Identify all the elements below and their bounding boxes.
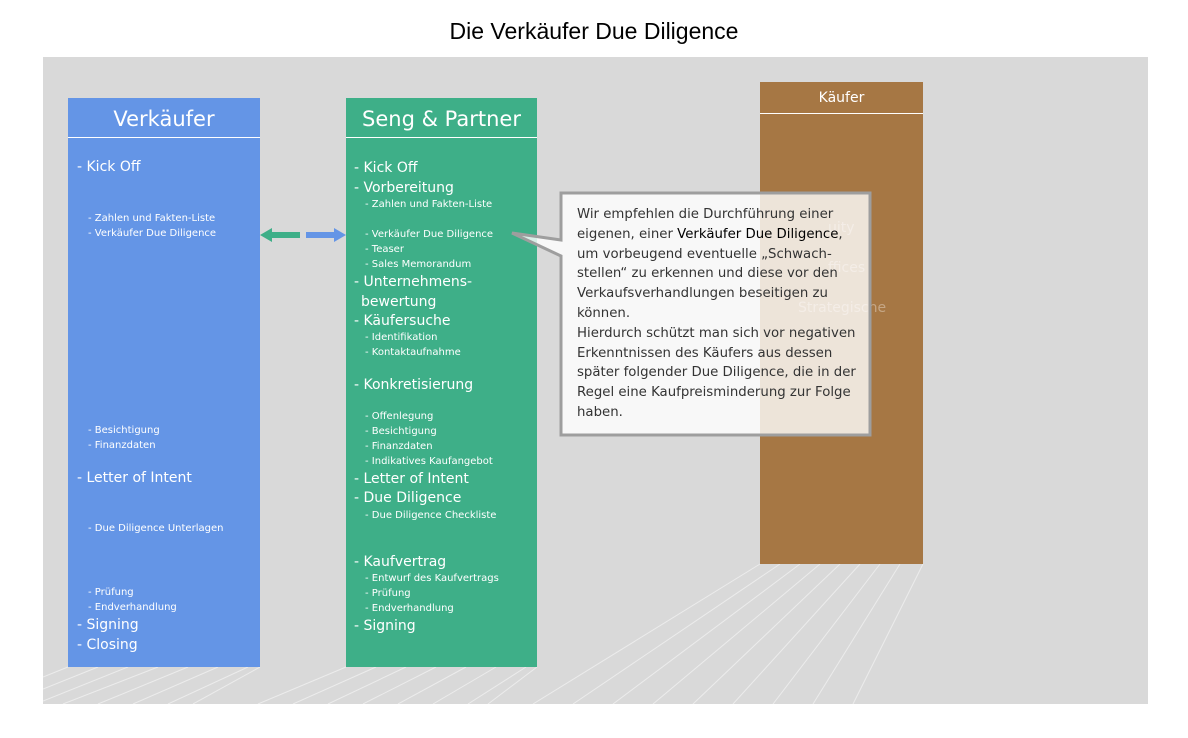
callout-line: um vorbeugend eventuelle „Schwach- [577,246,832,262]
seller-column-title: Verkäufer [68,98,260,138]
advisor-item: - Endverhandlung [365,603,454,614]
callout-emphasis: Verkäufer Due Diligence [677,226,839,242]
seller-item: - Due Diligence Unterlagen [88,523,224,534]
double-arrow-icon [260,228,346,242]
advisor-item: - Vorbereitung [354,180,454,196]
seller-item: - Zahlen und Fakten-Liste [88,213,216,224]
callout-line: haben. [577,404,623,420]
advisor-item: - Kaufvertrag [354,554,447,570]
advisor-item: - Finanzdaten [365,441,433,452]
advisor-item: - Verkäufer Due Diligence [365,229,494,240]
callout-line: eigenen, einer Verkäufer Due Diligence, [577,226,843,242]
advisor-item: - Letter of Intent [354,471,469,487]
advisor-item: - Due Diligence [354,490,462,506]
advisor-item: - Identifikation [365,332,438,343]
callout-shape [511,191,872,437]
callout-line: stellen“ zu erkennen und diese vor den [577,266,838,282]
advisor-item: bewertung [361,294,437,310]
page-title: Die Verkäufer Due Diligence [449,18,739,44]
advisor-item: - Konkretisierung [354,377,474,393]
callout-line: Verkaufsverhandlungen beseitigen zu [577,286,828,302]
callout-line: später folgender Due Diligence, die in d… [577,365,856,381]
callout-text: Wir empfehlen die Durchführung einer eig… [577,205,867,423]
advisor-item: - Signing [354,618,416,634]
advisor-column: Seng & Partner - Kick Off - Vorbereitung… [346,98,537,667]
advisor-item: - Unternehmens- [354,274,473,290]
advisor-item: - Due Diligence Checkliste [365,510,497,521]
advisor-item: - Offenlegung [365,411,434,422]
callout-line: Hierdurch schützt man sich vor negativen [577,325,856,341]
seller-item: - Letter of Intent [77,470,192,486]
advisor-item: - Indikatives Kaufangebot [365,456,493,467]
diagram-stage: Verkäufer - Kick Off - Zahlen und Fakten… [43,57,1148,704]
advisor-item: - Prüfung [365,588,411,599]
advisor-item: - Kontaktaufnahme [365,347,461,358]
callout-line: Erkenntnissen des Käufers aus dessen [577,345,833,361]
seller-item: - Besichtigung [88,425,160,436]
seller-item: - Closing [77,637,138,653]
seller-item: - Endverhandlung [88,602,177,613]
advisor-item: - Teaser [365,244,404,255]
advisor-item: - Kick Off [354,160,418,176]
seller-item: - Prüfung [88,587,134,598]
advisor-item: - Entwurf des Kaufvertrags [365,573,499,584]
callout-line: Regel eine Kaufpreisminderung zur Folge [577,385,851,401]
advisor-item: - Käufersuche [354,313,451,329]
seller-item: - Finanzdaten [88,440,156,451]
seller-item: - Verkäufer Due Diligence [88,228,217,239]
advisor-item: - Besichtigung [365,426,437,437]
callout-line: können. [577,305,631,321]
seller-item: - Kick Off [77,159,141,175]
advisor-item: - Zahlen und Fakten-Liste [365,199,493,210]
seller-column: Verkäufer - Kick Off - Zahlen und Fakten… [68,98,260,667]
callout-bubble: Wir empfehlen die Durchführung einer eig… [511,191,872,437]
callout-line: Wir empfehlen die Durchführung einer [577,207,834,222]
advisor-item: - Sales Memorandum [365,259,472,270]
seller-item: - Signing [77,617,139,633]
advisor-column-title: Seng & Partner [346,98,537,138]
floor-perspective-lines [43,563,924,704]
buyer-column-title: Käufer [760,82,923,114]
